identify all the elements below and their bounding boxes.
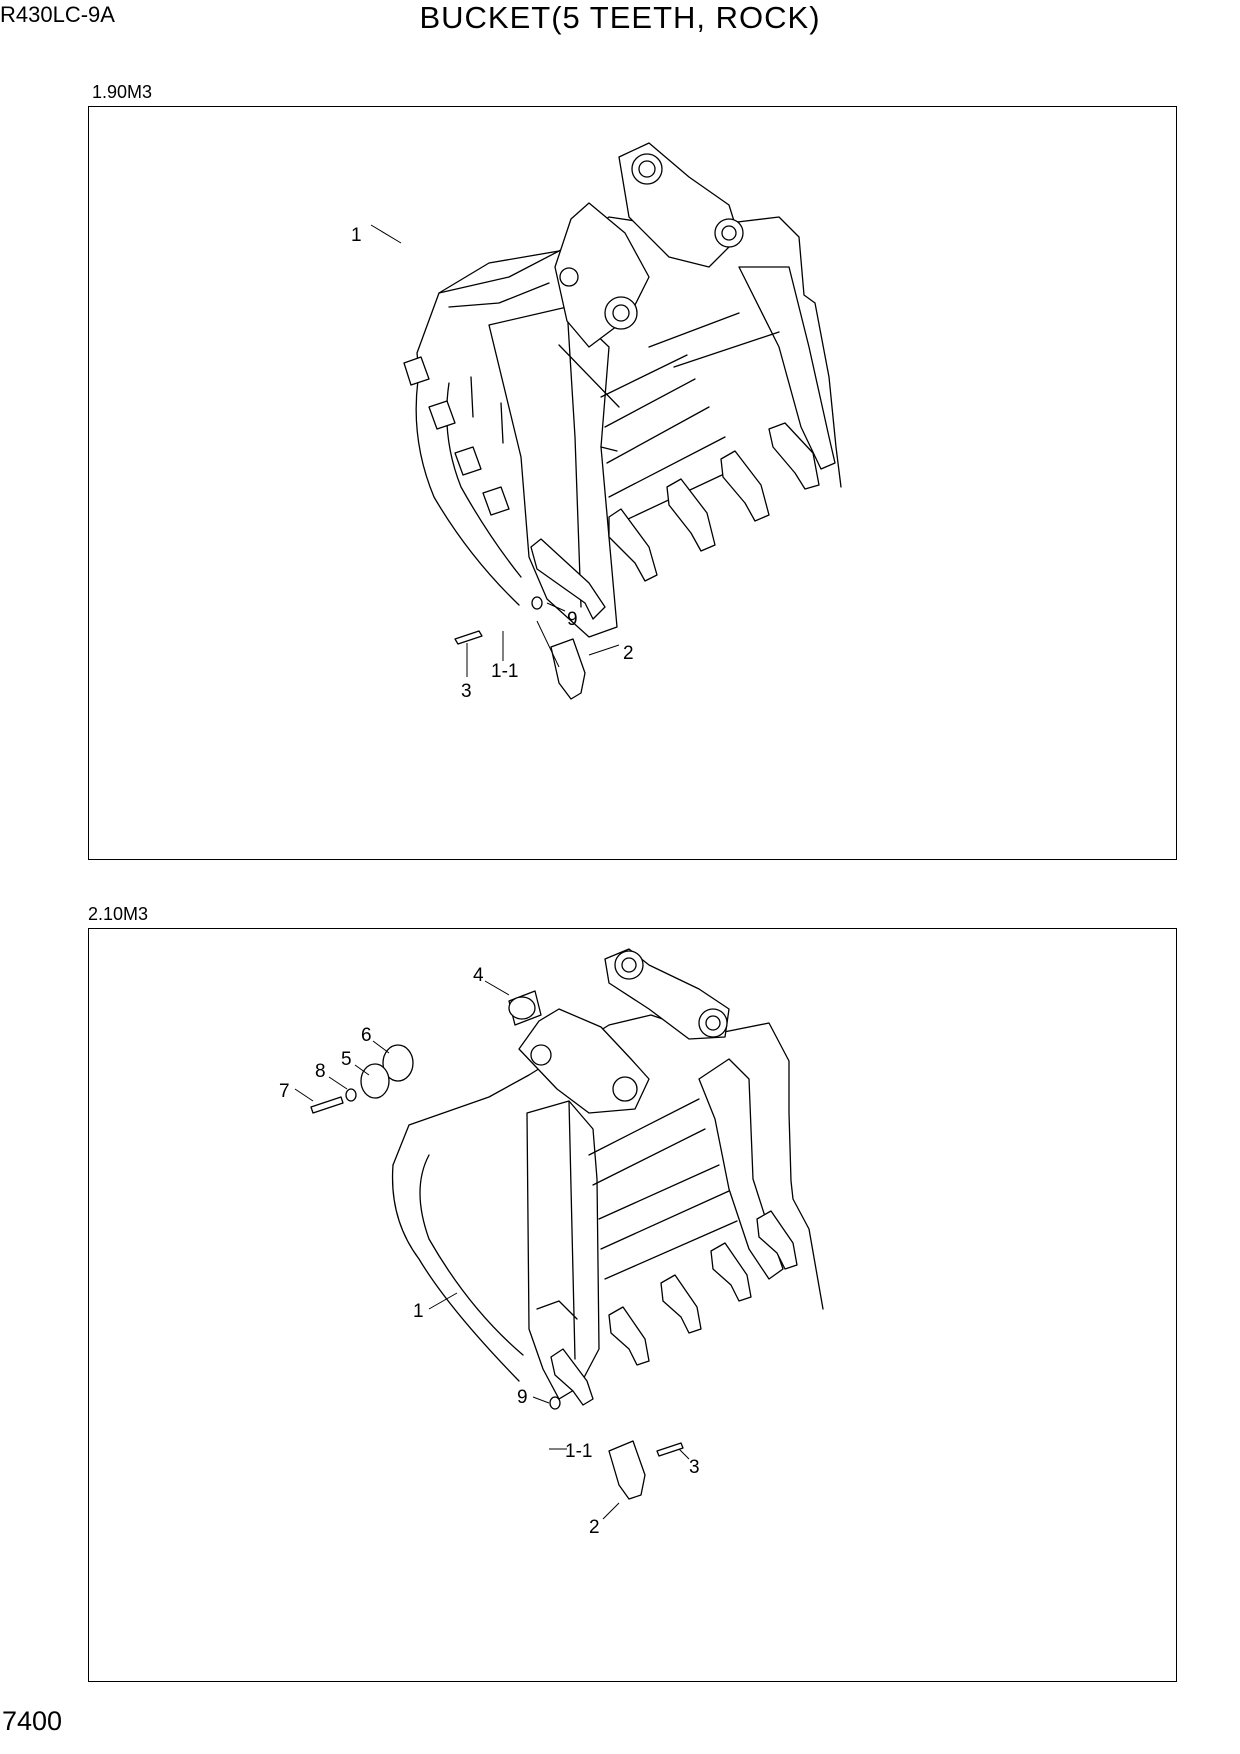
washer-part-9	[549, 1396, 561, 1410]
wear-pad-4	[482, 486, 510, 516]
callout-1: 1	[351, 225, 362, 246]
tooth-part-2	[550, 638, 586, 700]
pin-hole-2	[621, 957, 637, 973]
tooth-1	[530, 538, 606, 620]
callout-6: 6	[361, 1025, 372, 1046]
tooth-part-2	[608, 1440, 646, 1500]
section-label-1: 1.90M3	[92, 82, 153, 102]
callout-5: 5	[341, 1049, 352, 1070]
callout-7: 7	[279, 1081, 290, 1102]
bucket-diagram-1: 1 9 2 1-1 3	[351, 142, 842, 702]
wear-pad-3	[454, 446, 482, 476]
bucket-rim	[438, 250, 560, 308]
back-side-plate	[738, 266, 836, 470]
callout-9: 9	[567, 609, 578, 630]
front-side-plate	[526, 1100, 600, 1400]
bushing-hole	[508, 996, 536, 1020]
pin-part-3	[656, 1442, 684, 1457]
pin-hole-1	[530, 1044, 552, 1066]
page-title: BUCKET(5 TEETH, ROCK)	[419, 0, 821, 35]
floor-ribs	[588, 1098, 738, 1280]
tooth-4	[720, 450, 770, 522]
tooth-3	[660, 1274, 702, 1334]
callout-9: 9	[517, 1387, 528, 1408]
tooth-1	[550, 1348, 594, 1406]
bucket-side-inner	[419, 1154, 524, 1356]
tooth-2	[608, 508, 658, 582]
pin-hole-4	[721, 225, 737, 241]
callout-1: 1	[413, 1301, 424, 1322]
callout-4: 4	[473, 965, 484, 986]
pin-boss-1	[612, 1076, 638, 1102]
bucket-side-outer	[415, 372, 520, 606]
diagram-panel-1: 1 9 2 1-1 3	[88, 106, 1177, 860]
tooth-3	[666, 478, 716, 552]
front-side-plate	[488, 306, 618, 638]
front-plate-detail	[558, 306, 620, 608]
plate-part-6	[382, 1044, 414, 1082]
page-number: 7400	[2, 1706, 63, 1736]
tooth-2	[608, 1306, 650, 1366]
front-plate-detail	[536, 1100, 578, 1360]
diagram-panel-2: 4 6 5 8 7 1 9 1-1 3 2	[88, 928, 1177, 1682]
wear-pad-2	[428, 400, 456, 430]
plate-part-5	[360, 1063, 390, 1099]
wear-pad-1	[403, 356, 430, 386]
callout-1-1: 1-1	[491, 661, 518, 682]
bolt-part-7	[310, 1096, 344, 1114]
bucket-side-outer	[391, 1164, 520, 1382]
model-number: R430LC-9A	[0, 2, 115, 27]
callout-2: 2	[623, 643, 634, 664]
callout-3: 3	[689, 1457, 700, 1478]
pin-hole-2	[559, 267, 579, 287]
washer-part-8	[345, 1088, 357, 1102]
callout-8: 8	[315, 1061, 326, 1082]
leader-lines	[370, 224, 620, 677]
leader-lines	[294, 980, 690, 1520]
tooth-5	[768, 422, 820, 490]
washer-part-9	[531, 596, 543, 610]
pin-hole-1	[612, 304, 630, 322]
callout-2: 2	[589, 1517, 600, 1538]
pin-part-3	[454, 630, 483, 645]
pin-hole-3	[705, 1015, 721, 1031]
callout-3: 3	[461, 681, 472, 702]
side-slots	[470, 376, 504, 444]
callout-1-1: 1-1	[565, 1441, 592, 1462]
pin-hole-3	[638, 160, 656, 178]
tooth-5	[756, 1210, 798, 1270]
bucket-diagram-2: 4 6 5 8 7 1 9 1-1 3 2	[279, 948, 824, 1538]
bucket-shell	[392, 1014, 824, 1310]
tooth-4	[710, 1242, 752, 1302]
section-label-2: 2.10M3	[88, 904, 149, 924]
